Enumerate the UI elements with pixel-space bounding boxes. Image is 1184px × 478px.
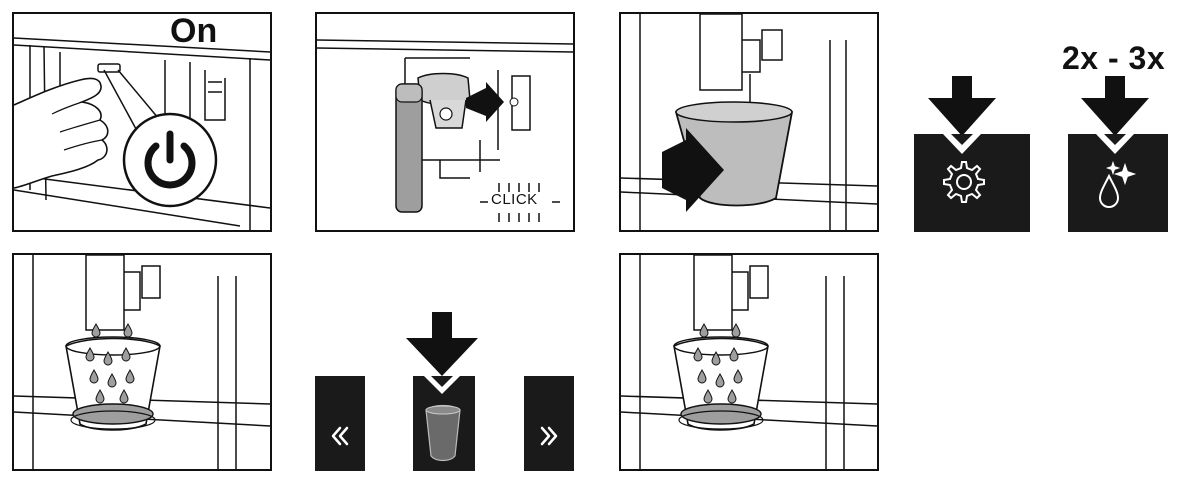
step-panel-dispensing [12,253,272,471]
down-arrow-icon [928,76,996,136]
click-burst [480,183,560,222]
step-panel-settings [914,76,1030,232]
down-arrow-icon [406,312,478,376]
step-panel-attach-spout [315,12,575,232]
insert-arrow [662,128,724,212]
power-on-label: On [170,12,218,50]
double-chevron-right-icon [540,426,558,446]
down-arrow-icon [1081,76,1149,136]
step-panel-place-container [619,12,879,232]
double-chevron-left-icon [331,426,349,446]
gear-icon [943,161,985,203]
step-panel-display-navigation [315,312,574,471]
hand-illustration [13,77,109,189]
step-panel-dispensing-repeat [619,253,879,471]
repeat-count-label: 2x - 3x [1062,40,1166,76]
water-drops [693,323,743,404]
step-panel-rinse [1068,76,1168,232]
step-panel-power-on [12,12,272,232]
click-label: CLICK [491,191,538,208]
water-drop-sparkle-icon [1098,160,1137,208]
water-drops [85,323,135,404]
power-icon [144,130,196,189]
push-arrow [466,82,504,122]
